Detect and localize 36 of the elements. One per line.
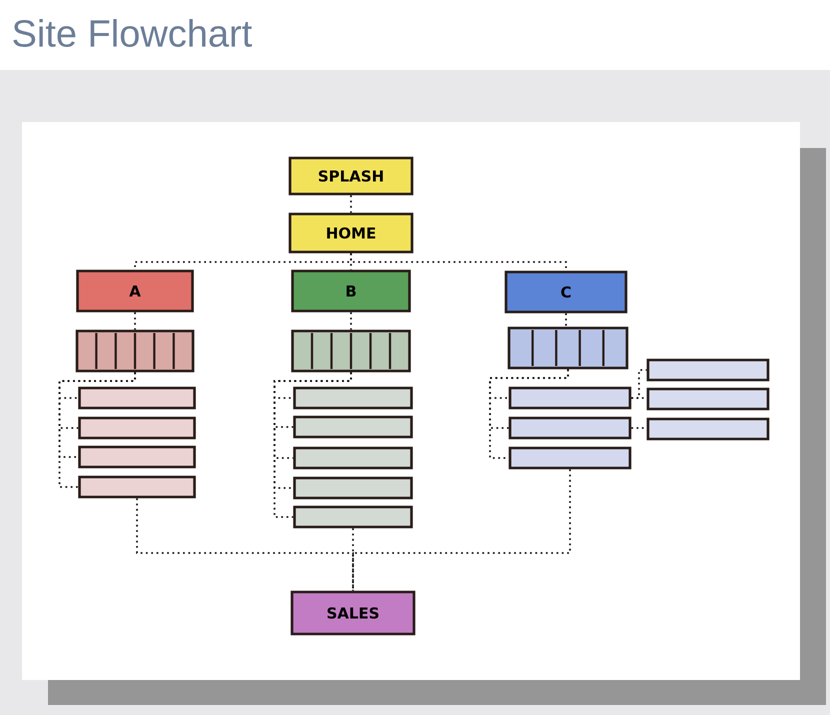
connector-line xyxy=(565,313,567,327)
section-box: A xyxy=(76,270,194,312)
page-bar xyxy=(646,418,770,440)
page-bar xyxy=(646,358,770,382)
page-bar xyxy=(293,476,413,500)
tab-strip xyxy=(76,330,194,372)
section-box: C xyxy=(504,270,628,314)
page-box: HOME xyxy=(288,212,414,254)
connector-line xyxy=(350,253,567,271)
page-bar xyxy=(508,446,632,470)
connector-line xyxy=(350,195,352,213)
page-bar xyxy=(646,388,770,410)
connector-line xyxy=(58,372,136,488)
section-box: B xyxy=(291,270,411,312)
tab-strip xyxy=(508,326,628,370)
page-bar xyxy=(293,416,413,438)
page-bar xyxy=(78,476,196,498)
page-bar xyxy=(508,386,632,410)
page-bar xyxy=(293,446,413,470)
page-bar xyxy=(78,416,196,440)
connector-line xyxy=(274,372,352,518)
connector-line xyxy=(352,469,571,591)
page-bar xyxy=(78,446,196,468)
connector-line xyxy=(352,528,354,591)
page-box: SALES xyxy=(290,590,416,636)
page-box: SPLASH xyxy=(288,156,414,196)
connector-line xyxy=(136,498,354,591)
page-bar xyxy=(293,506,413,528)
connector-line xyxy=(134,312,136,330)
tab-strip xyxy=(291,330,411,372)
connector-line xyxy=(489,369,569,459)
page-bar xyxy=(293,386,413,410)
page-bar xyxy=(78,386,196,410)
connector-line xyxy=(350,312,352,330)
page-bar xyxy=(508,416,632,440)
title: Site Flowchart xyxy=(13,19,252,47)
